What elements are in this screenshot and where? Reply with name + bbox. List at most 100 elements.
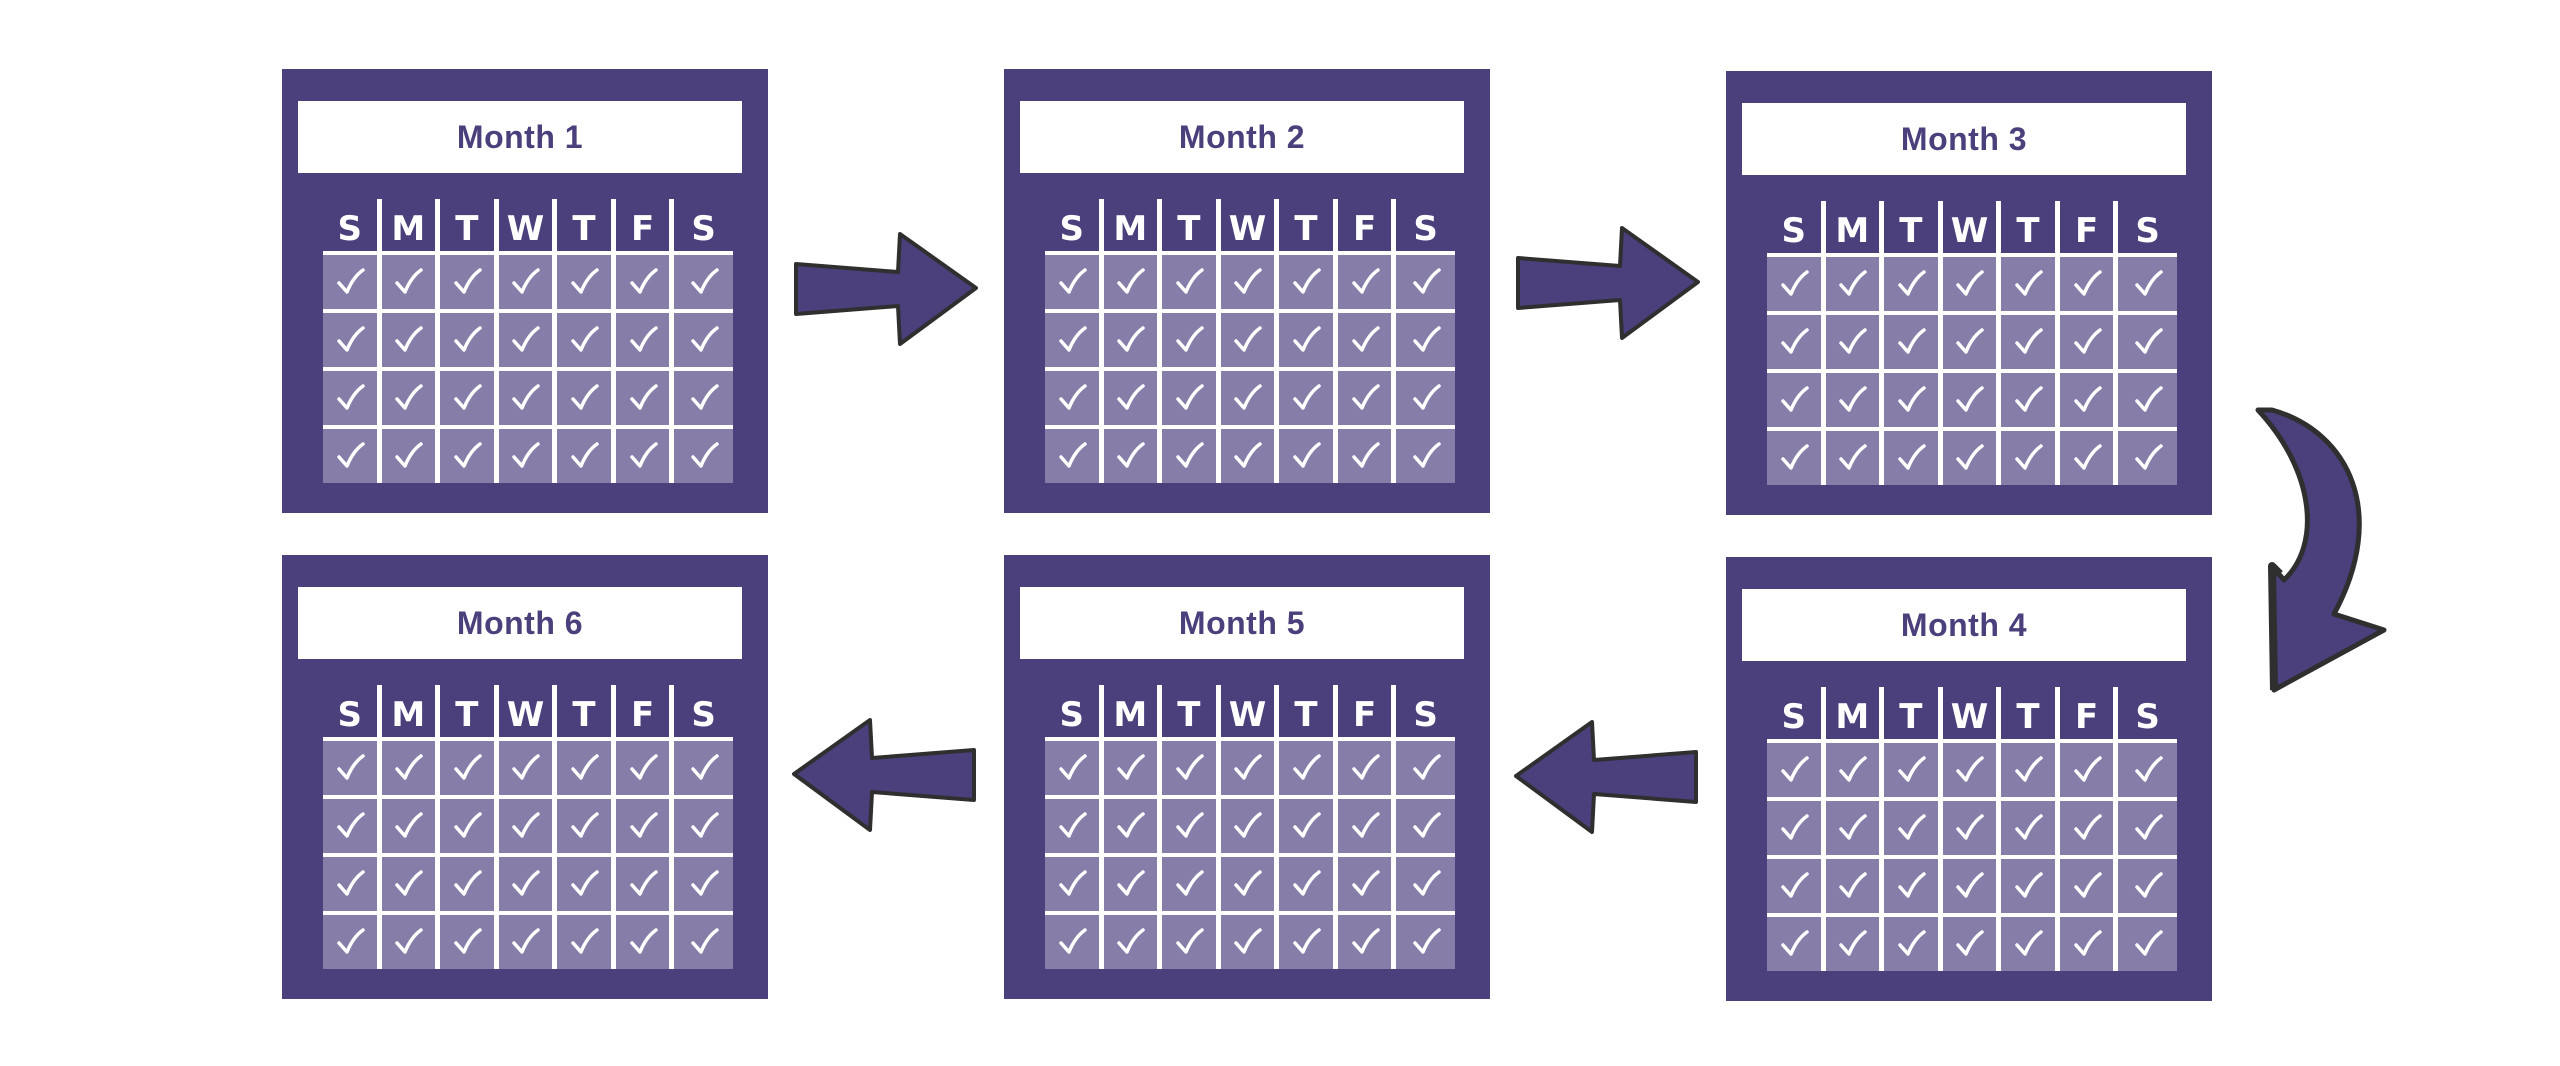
day-cell — [1220, 799, 1280, 853]
day-cell — [1396, 429, 1455, 483]
day-cell — [1942, 257, 2002, 311]
day-cell — [1279, 857, 1338, 911]
check-icon — [1176, 754, 1204, 780]
check-icon — [1412, 754, 1441, 780]
check-icon — [2134, 756, 2163, 782]
check-icon — [1956, 270, 1985, 296]
check-icon — [512, 870, 541, 896]
day-cell — [1884, 257, 1943, 311]
check-icon — [512, 326, 541, 352]
day-cell — [1045, 429, 1104, 483]
day-cell — [1103, 799, 1163, 853]
check-icon — [571, 442, 599, 468]
day-cell — [323, 313, 382, 367]
check-icon — [1176, 268, 1204, 294]
weekday-label: T — [1279, 685, 1338, 737]
day-cell — [1825, 917, 1885, 971]
check-icon — [454, 870, 482, 896]
arrow-right-icon — [1516, 226, 1700, 340]
check-icon — [1117, 928, 1146, 954]
check-icon — [1234, 442, 1263, 468]
check-icon — [1059, 812, 1087, 838]
day-cell — [1279, 429, 1338, 483]
weekday-label: T — [557, 685, 616, 737]
check-icon — [512, 754, 541, 780]
check-icon — [1059, 268, 1087, 294]
check-icon — [690, 326, 719, 352]
check-icon — [2015, 814, 2043, 840]
check-icon — [1839, 328, 1868, 354]
arrow-month-1-to-2 — [794, 232, 978, 346]
day-cell — [323, 429, 382, 483]
weekday-label: M — [1826, 201, 1885, 253]
day-cell — [1162, 741, 1221, 795]
check-icon — [1117, 384, 1146, 410]
check-icon — [395, 928, 424, 954]
weekday-label: M — [1104, 199, 1163, 251]
day-cell — [1396, 799, 1455, 853]
week-row — [323, 255, 733, 313]
check-icon — [1839, 814, 1868, 840]
check-icon — [1781, 872, 1809, 898]
check-icon — [454, 326, 482, 352]
day-cell — [1767, 373, 1826, 427]
check-icon — [512, 384, 541, 410]
month-title: Month 6 — [298, 587, 742, 659]
day-cell — [323, 741, 382, 795]
day-cell — [1279, 915, 1338, 969]
day-cell — [1162, 915, 1221, 969]
week-row — [1767, 431, 2177, 485]
day-cell — [1884, 743, 1943, 797]
day-cell — [440, 313, 499, 367]
day-cell — [557, 915, 616, 969]
check-icon — [337, 268, 365, 294]
check-icon — [337, 384, 365, 410]
day-cell — [615, 371, 675, 425]
day-cell — [1825, 315, 1885, 369]
weekday-label: S — [1767, 687, 1826, 739]
weekday-label: F — [1338, 685, 1397, 737]
weekday-label: S — [1767, 201, 1826, 253]
day-cell — [381, 857, 441, 911]
day-cell — [1767, 257, 1826, 311]
day-cell — [2059, 315, 2119, 369]
check-icon — [2015, 328, 2043, 354]
day-cell — [498, 857, 558, 911]
day-cell — [440, 799, 499, 853]
check-icon — [629, 384, 658, 410]
check-icon — [395, 754, 424, 780]
month-title: Month 3 — [1742, 103, 2186, 175]
day-cell — [1220, 255, 1280, 309]
week-row — [1767, 859, 2177, 917]
check-icon — [1781, 756, 1809, 782]
weekday-label: F — [2060, 687, 2119, 739]
week-row — [1767, 373, 2177, 431]
check-icon — [1176, 928, 1204, 954]
week-row — [323, 799, 733, 857]
day-cell — [381, 313, 441, 367]
check-icon — [1781, 930, 1809, 956]
weekday-label: M — [382, 199, 441, 251]
check-icon — [2134, 444, 2163, 470]
weekday-label: T — [1884, 201, 1943, 253]
check-icon — [1898, 756, 1926, 782]
day-cell — [2059, 373, 2119, 427]
day-cell — [1942, 431, 2002, 485]
check-icon — [1293, 268, 1321, 294]
weekday-label: T — [2001, 201, 2060, 253]
day-cell — [1162, 429, 1221, 483]
day-cell — [1337, 741, 1397, 795]
check-icon — [571, 326, 599, 352]
check-icon — [395, 384, 424, 410]
day-cell — [1279, 313, 1338, 367]
day-cell — [1162, 255, 1221, 309]
check-icon — [571, 384, 599, 410]
check-icon — [1176, 812, 1204, 838]
day-cell — [2059, 431, 2119, 485]
day-cell — [674, 255, 733, 309]
day-cell — [1337, 255, 1397, 309]
day-cell — [1884, 859, 1943, 913]
check-icon — [2134, 328, 2163, 354]
